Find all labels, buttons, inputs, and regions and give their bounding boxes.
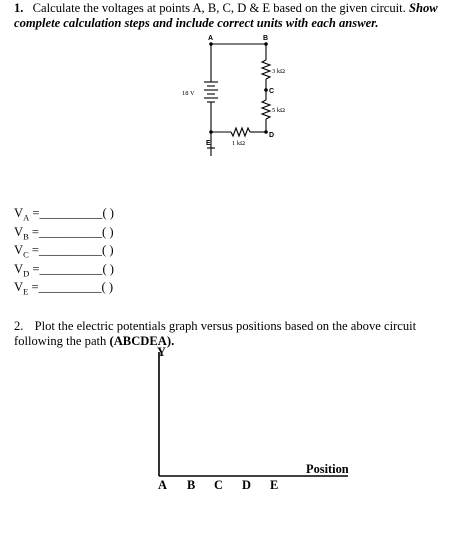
question-1-text: Calculate the voltages at points A, B, C… <box>32 1 406 15</box>
answer-vc: VC =__________( ) <box>14 243 114 262</box>
battery-label: 18 V <box>182 90 195 97</box>
answer-ve-sub: E <box>23 286 29 297</box>
question-1: 1. Calculate the voltages at points A, B… <box>14 1 466 30</box>
answer-vb-blank: =__________( ) <box>28 224 114 239</box>
answer-vd-label: V <box>14 261 24 276</box>
answer-list: VA =__________( ) VB =__________( ) VC =… <box>14 206 114 299</box>
x-tick-d: D <box>242 478 251 492</box>
resistor-1k <box>230 126 251 138</box>
question-2: 2. Plot the electric potentials graph ve… <box>14 319 466 348</box>
question-2-path: (ABCDEA). <box>109 333 175 348</box>
answer-va-label: V <box>14 206 24 220</box>
x-axis-label: Position <box>306 462 349 476</box>
x-tick-b: B <box>187 478 195 492</box>
x-tick-a: A <box>158 478 167 492</box>
question-1-number: 1. <box>14 1 24 15</box>
blank-graph: Y Position A B C D E <box>157 345 349 492</box>
resistor-3k <box>260 59 272 80</box>
answer-ve-label: V <box>14 280 24 294</box>
point-label-d: D <box>269 132 274 139</box>
answer-ve: VE =__________( ) <box>14 280 114 299</box>
answer-vb: VB =__________( ) <box>14 225 114 244</box>
answer-vc-sub: C <box>23 249 29 260</box>
node-d <box>264 130 268 134</box>
answer-va: VA =__________( ) <box>14 206 114 225</box>
answer-vd-blank: =__________( ) <box>29 261 115 276</box>
node-e <box>209 130 213 134</box>
x-tick-e: E <box>270 478 278 492</box>
question-2-number: 2. <box>14 319 24 333</box>
question-1-emphasis: Show complete calculation steps and incl… <box>14 1 438 30</box>
answer-vd-sub: D <box>23 268 30 279</box>
node-a <box>209 42 213 46</box>
answer-vd: VD =__________( ) <box>14 262 114 281</box>
node-b <box>264 42 268 46</box>
x-tick-c: C <box>214 478 223 492</box>
answer-ve-blank: =__________( ) <box>28 280 114 294</box>
answer-vc-blank: =__________( ) <box>28 243 114 257</box>
answer-va-sub: A <box>23 212 30 223</box>
question-2-text: Plot the electric potentials graph versu… <box>14 319 417 348</box>
point-label-c: C <box>269 88 274 95</box>
point-label-e: E <box>206 140 211 147</box>
resistor-3k-label: 3 kΩ <box>272 68 285 75</box>
answer-vb-label: V <box>14 224 24 239</box>
node-c <box>264 88 268 92</box>
point-label-b: B <box>263 35 268 42</box>
resistor-1k-label: 1 kΩ <box>232 140 245 147</box>
resistor-5k <box>260 99 272 120</box>
point-label-a: A <box>208 35 213 42</box>
resistor-5k-label: 5 kΩ <box>272 107 285 114</box>
answer-vb-sub: B <box>23 231 29 242</box>
circuit-diagram: A B C D E 18 V 3 kΩ 5 kΩ 1 kΩ <box>182 35 285 156</box>
answer-va-blank: =__________( ) <box>29 206 115 220</box>
answer-vc-label: V <box>14 243 24 257</box>
y-axis-label: Y <box>157 345 166 359</box>
